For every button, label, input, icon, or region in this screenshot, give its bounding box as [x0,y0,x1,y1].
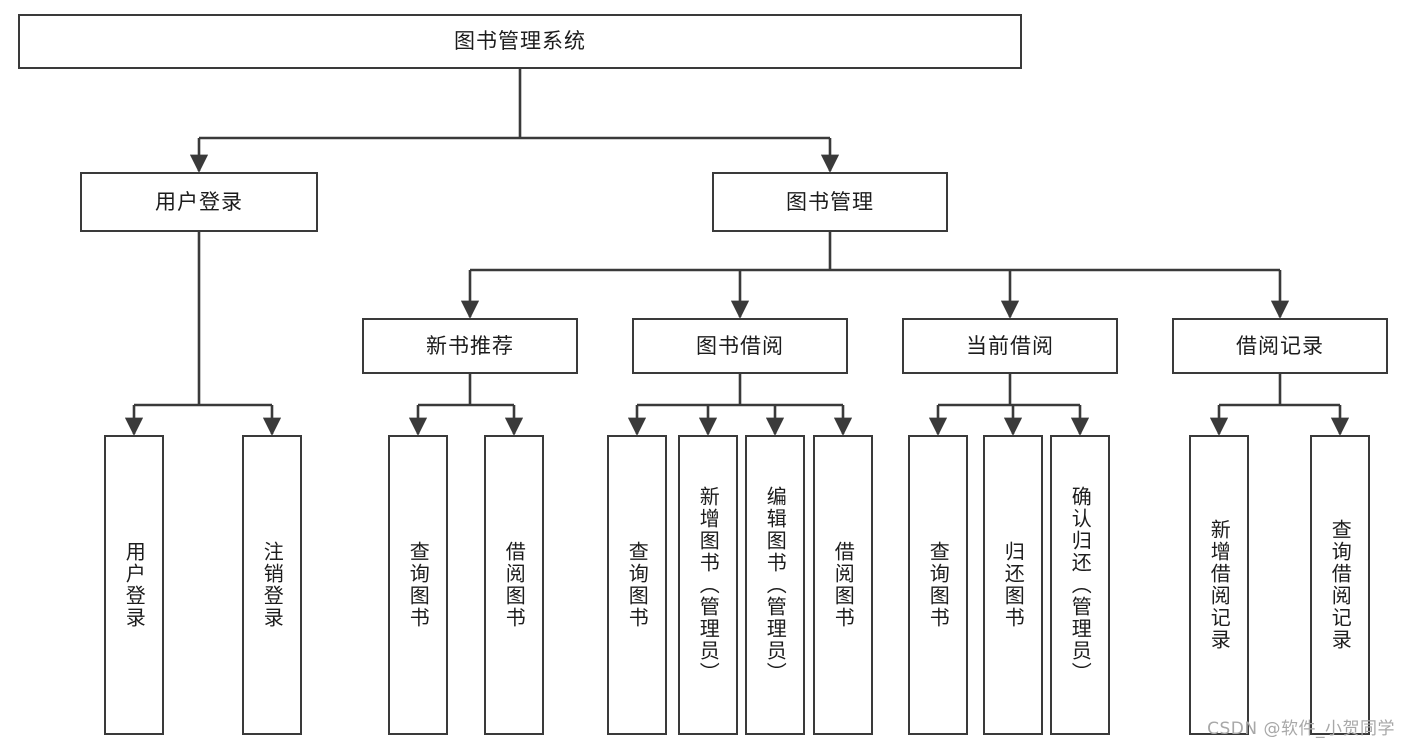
node-label: 图书借阅 [696,333,784,358]
node-label: 借阅图书 [502,541,527,629]
node-l3-1[interactable]: 图书借阅 [632,318,848,374]
node-label: 借阅图书 [831,541,856,629]
node-l2-0[interactable]: 用户登录 [80,172,318,232]
node-leaf-1[interactable]: 注销登录 [242,435,302,735]
node-l2-1[interactable]: 图书管理 [712,172,948,232]
node-label: 新书推荐 [426,333,514,358]
node-label: 编辑图书（管理员） [763,486,788,684]
node-label: 确认归还（管理员） [1068,486,1093,684]
node-root[interactable]: 图书管理系统 [18,14,1022,69]
node-label: 新增图书（管理员） [696,486,721,684]
node-label: 查询图书 [926,541,951,629]
node-leaf-3[interactable]: 借阅图书 [484,435,544,735]
node-label: 用户登录 [155,189,243,214]
node-label: 借阅记录 [1236,333,1324,358]
node-leaf-6[interactable]: 编辑图书（管理员） [745,435,805,735]
watermark-label: CSDN @软件_小贺同学 [1207,719,1395,739]
node-leaf-4[interactable]: 查询图书 [607,435,667,735]
node-label: 归还图书 [1001,541,1026,629]
node-leaf-10[interactable]: 确认归还（管理员） [1050,435,1110,735]
node-leaf-11[interactable]: 新增借阅记录 [1189,435,1249,735]
node-l3-0[interactable]: 新书推荐 [362,318,578,374]
node-l3-3[interactable]: 借阅记录 [1172,318,1388,374]
node-l3-2[interactable]: 当前借阅 [902,318,1118,374]
node-leaf-2[interactable]: 查询图书 [388,435,448,735]
node-leaf-7[interactable]: 借阅图书 [813,435,873,735]
node-leaf-0[interactable]: 用户登录 [104,435,164,735]
node-leaf-5[interactable]: 新增图书（管理员） [678,435,738,735]
node-label: 查询图书 [625,541,650,629]
node-leaf-12[interactable]: 查询借阅记录 [1310,435,1370,735]
node-label: 查询图书 [406,541,431,629]
node-label: 图书管理 [786,189,874,214]
node-label: 图书管理系统 [454,29,586,54]
node-leaf-8[interactable]: 查询图书 [908,435,968,735]
node-leaf-9[interactable]: 归还图书 [983,435,1043,735]
node-label: 当前借阅 [966,333,1054,358]
node-label: 注销登录 [260,541,285,629]
node-label: 用户登录 [122,541,147,629]
node-label: 查询借阅记录 [1328,519,1353,651]
node-label: 新增借阅记录 [1207,519,1232,651]
edges-group [124,69,1350,436]
